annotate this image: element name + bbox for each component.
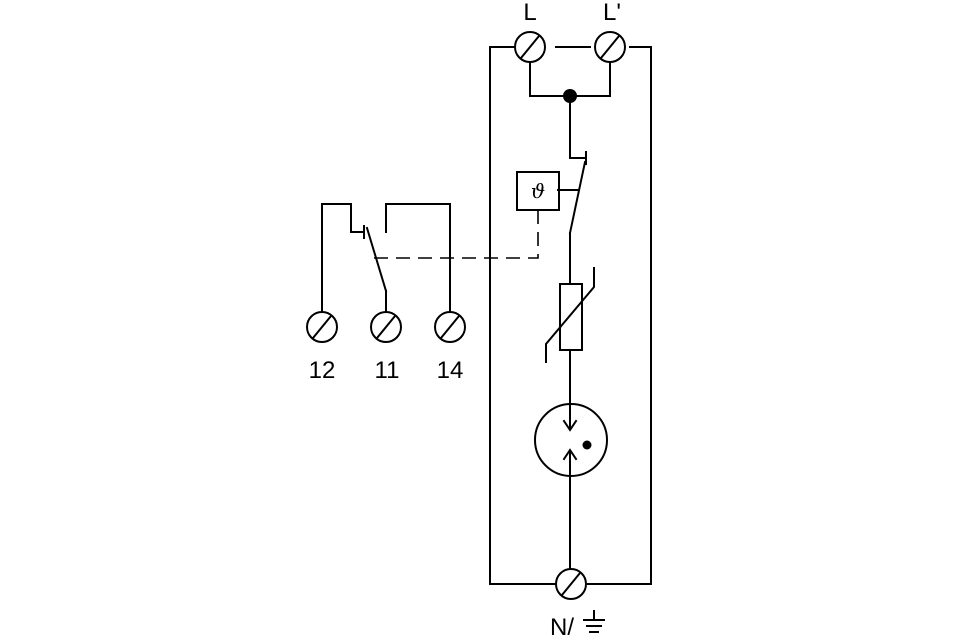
label-11: 11: [375, 357, 400, 384]
label-n-pe: N/: [550, 614, 574, 640]
spark-gap: [534, 403, 608, 569]
thermal-release: ϑ: [516, 171, 560, 211]
terminal-12: [306, 311, 338, 343]
label-14: 14: [437, 357, 464, 384]
label-12: 12: [309, 357, 336, 384]
enclosure-outline: [489, 46, 652, 585]
label-l-prime: L': [603, 0, 621, 26]
terminal-l-prime: [594, 31, 626, 63]
terminal-n-pe: [555, 568, 587, 600]
earth-icon: [583, 610, 605, 633]
terminal-l: [514, 31, 546, 63]
thermal-symbol: ϑ: [531, 179, 545, 203]
signal-contact: [321, 203, 451, 313]
label-l: L: [523, 0, 536, 26]
top-busbar: [529, 62, 611, 159]
main-switch: [557, 151, 587, 285]
varistor: [545, 267, 595, 409]
terminal-14: [434, 311, 466, 343]
mechanical-link: [370, 210, 539, 259]
terminal-11: [370, 311, 402, 343]
